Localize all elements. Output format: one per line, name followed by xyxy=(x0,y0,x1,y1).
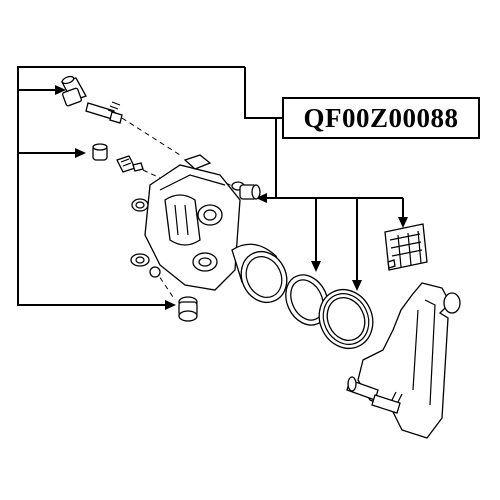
bleeder-screw-cap xyxy=(231,181,261,200)
caliper-bracket xyxy=(346,282,461,439)
caliper-housing xyxy=(130,154,241,291)
dust-boot xyxy=(318,289,374,349)
label-leader xyxy=(244,67,282,203)
part-number-text: QF00Z00088 xyxy=(303,102,459,133)
guide-bushing xyxy=(178,296,198,322)
guide-pin-short xyxy=(92,143,144,173)
guide-pin-long xyxy=(61,75,123,124)
brake-pad xyxy=(384,223,428,271)
left-callout-bracket xyxy=(17,66,245,310)
piston-seal xyxy=(285,274,329,326)
part-number-label: QF00Z00088 xyxy=(282,97,480,139)
right-callout-leaders xyxy=(266,197,408,291)
piston xyxy=(231,243,288,303)
